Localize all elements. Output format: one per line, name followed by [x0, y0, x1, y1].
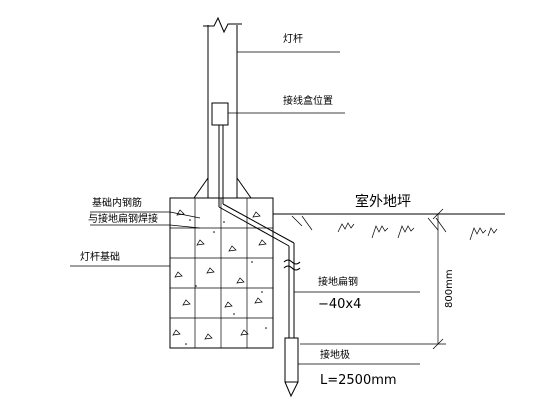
leader-lines — [70, 51, 420, 365]
ground-rod — [284, 337, 299, 398]
label-pole: 灯杆 — [283, 33, 303, 45]
ground-flat-steel — [218, 125, 301, 338]
depth-dimension — [300, 208, 446, 350]
lamp-pole — [203, 16, 242, 198]
label-ground-flat-steel: 接地扁钢 — [318, 275, 358, 288]
label-ground-rod: 接地极 — [320, 348, 350, 361]
label-rebar-weld-line1: 基础内钢筋 — [92, 196, 142, 209]
label-outdoor-ground: 室外地坪 — [355, 193, 411, 210]
label-rebar-weld-line2: 与接地扁钢焊接 — [88, 212, 158, 225]
outdoor-ground-line — [273, 213, 505, 241]
label-flat-steel-spec: −40x4 — [318, 297, 361, 312]
label-junction-box: 接线盒位置 — [283, 94, 333, 107]
label-depth-dimension: 800mm — [444, 269, 455, 308]
pole-foundation — [169, 197, 274, 349]
label-rod-length: L=2500mm — [320, 373, 397, 388]
label-pole-foundation: 灯杆基础 — [80, 250, 120, 263]
junction-box — [211, 102, 229, 126]
